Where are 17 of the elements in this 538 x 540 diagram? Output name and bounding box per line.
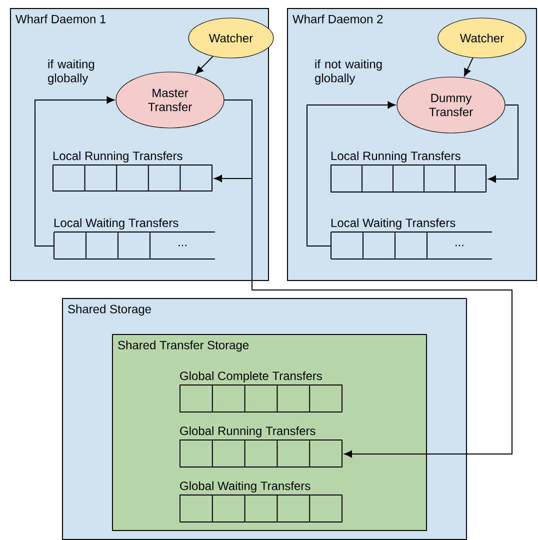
arrow	[34, 96, 114, 246]
queue-heading: Local Waiting Transfers	[332, 218, 456, 230]
queue-heading: Global Complete Transfers	[180, 371, 322, 382]
ellipsis-text: ...	[178, 244, 186, 246]
queue-heading: Global Running Transfers	[180, 426, 316, 438]
arrow	[196, 56, 214, 74]
ellipsis-text: ...	[456, 244, 464, 246]
arrow	[488, 104, 518, 183]
queue-heading: Local Running Transfers	[54, 151, 182, 162]
edge-label: if waiting globally	[48, 60, 94, 85]
queue-heading: Local Waiting Transfers	[54, 218, 178, 230]
queue-heading: Global Waiting Transfers	[180, 481, 310, 492]
queue-heading: Local Running Transfers	[332, 151, 460, 162]
arrow	[464, 57, 474, 76]
arrow	[224, 100, 512, 458]
arrow	[306, 101, 396, 246]
edge-label: if not waiting globally	[315, 60, 382, 85]
